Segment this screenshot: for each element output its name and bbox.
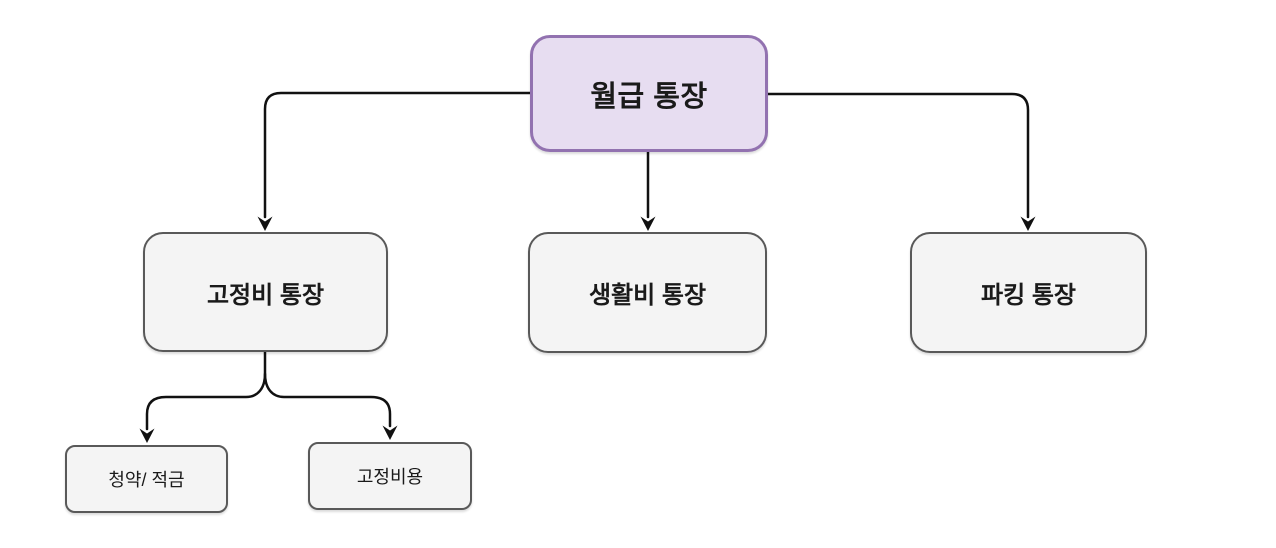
node-salary-account-label: 월급 통장 [590,80,708,113]
arrowhead-savings [139,428,155,443]
connector-root-to-parking [766,92,1036,231]
connector-fixed-to-savings [139,350,267,443]
node-fixed-costs[interactable]: 고정비용 [308,442,472,510]
connector-fixed-to-fixedcosts [263,372,398,440]
connector-root-to-fixed [257,91,532,231]
node-salary-account[interactable]: 월급 통장 [530,35,768,152]
arrowhead-living [640,216,656,231]
node-fixed-expense-account[interactable]: 고정비 통장 [143,232,388,352]
node-parking-account[interactable]: 파킹 통장 [910,232,1147,353]
node-living-expense-account[interactable]: 생활비 통장 [528,232,767,353]
connector-root-to-living [640,150,656,231]
node-parking-account-label: 파킹 통장 [981,282,1076,309]
node-subscription-savings[interactable]: 청약/ 적금 [65,445,228,513]
arrowhead-fixed [257,216,273,231]
node-fixed-costs-label: 고정비용 [356,467,424,487]
node-subscription-savings-label: 청약/ 적금 [108,470,185,490]
arrowhead-fixedcosts [382,425,398,440]
node-living-expense-account-label: 생활비 통장 [588,282,707,309]
node-fixed-expense-account-label: 고정비 통장 [206,281,325,309]
arrowhead-parking [1020,216,1036,231]
